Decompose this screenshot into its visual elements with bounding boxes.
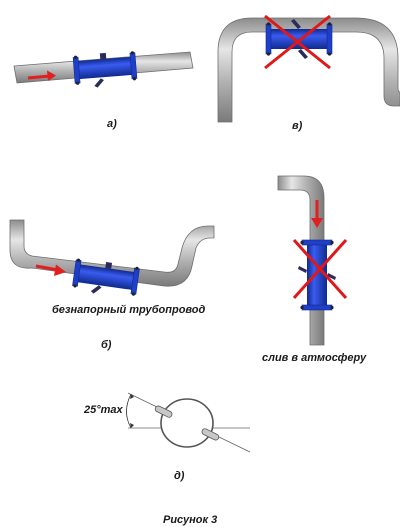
electrode <box>99 52 107 60</box>
cross-mark <box>292 238 348 300</box>
electrode <box>298 266 307 273</box>
angle-arc <box>126 393 132 429</box>
figure-caption: Рисунок 3 <box>163 514 218 526</box>
pipe-section <box>160 398 214 448</box>
flowmeter <box>72 258 140 296</box>
electrode <box>94 78 104 88</box>
cross-mark <box>264 14 331 70</box>
electrode <box>90 285 102 294</box>
electrode <box>327 273 336 280</box>
scheme-b <box>9 219 215 296</box>
flange <box>301 304 333 311</box>
flow-arrow <box>35 264 66 276</box>
meter-body <box>77 56 133 80</box>
label-a: а) <box>107 118 117 130</box>
flange <box>326 23 333 55</box>
electrode <box>291 19 301 29</box>
scheme-d <box>126 392 251 453</box>
label-atmosphere-drain: слив в атмосферу <box>262 352 367 364</box>
label-v: в) <box>292 120 303 132</box>
flange <box>301 239 333 246</box>
scheme-drain <box>277 175 348 346</box>
scheme-a <box>13 51 194 88</box>
scheme-v <box>217 14 400 123</box>
label-non-pressure: безнапорный трубопровод <box>52 304 206 316</box>
electrode <box>298 49 308 59</box>
electrode <box>105 262 113 269</box>
electrode-pair <box>154 405 220 441</box>
label-d: д) <box>174 470 185 482</box>
flow-arrow <box>27 70 56 81</box>
label-angle: 25°max <box>84 404 123 416</box>
flow-arrow <box>311 200 323 228</box>
flowmeter <box>72 51 138 88</box>
label-b: б) <box>101 339 112 351</box>
flange <box>265 23 272 55</box>
meter-body <box>77 264 135 290</box>
